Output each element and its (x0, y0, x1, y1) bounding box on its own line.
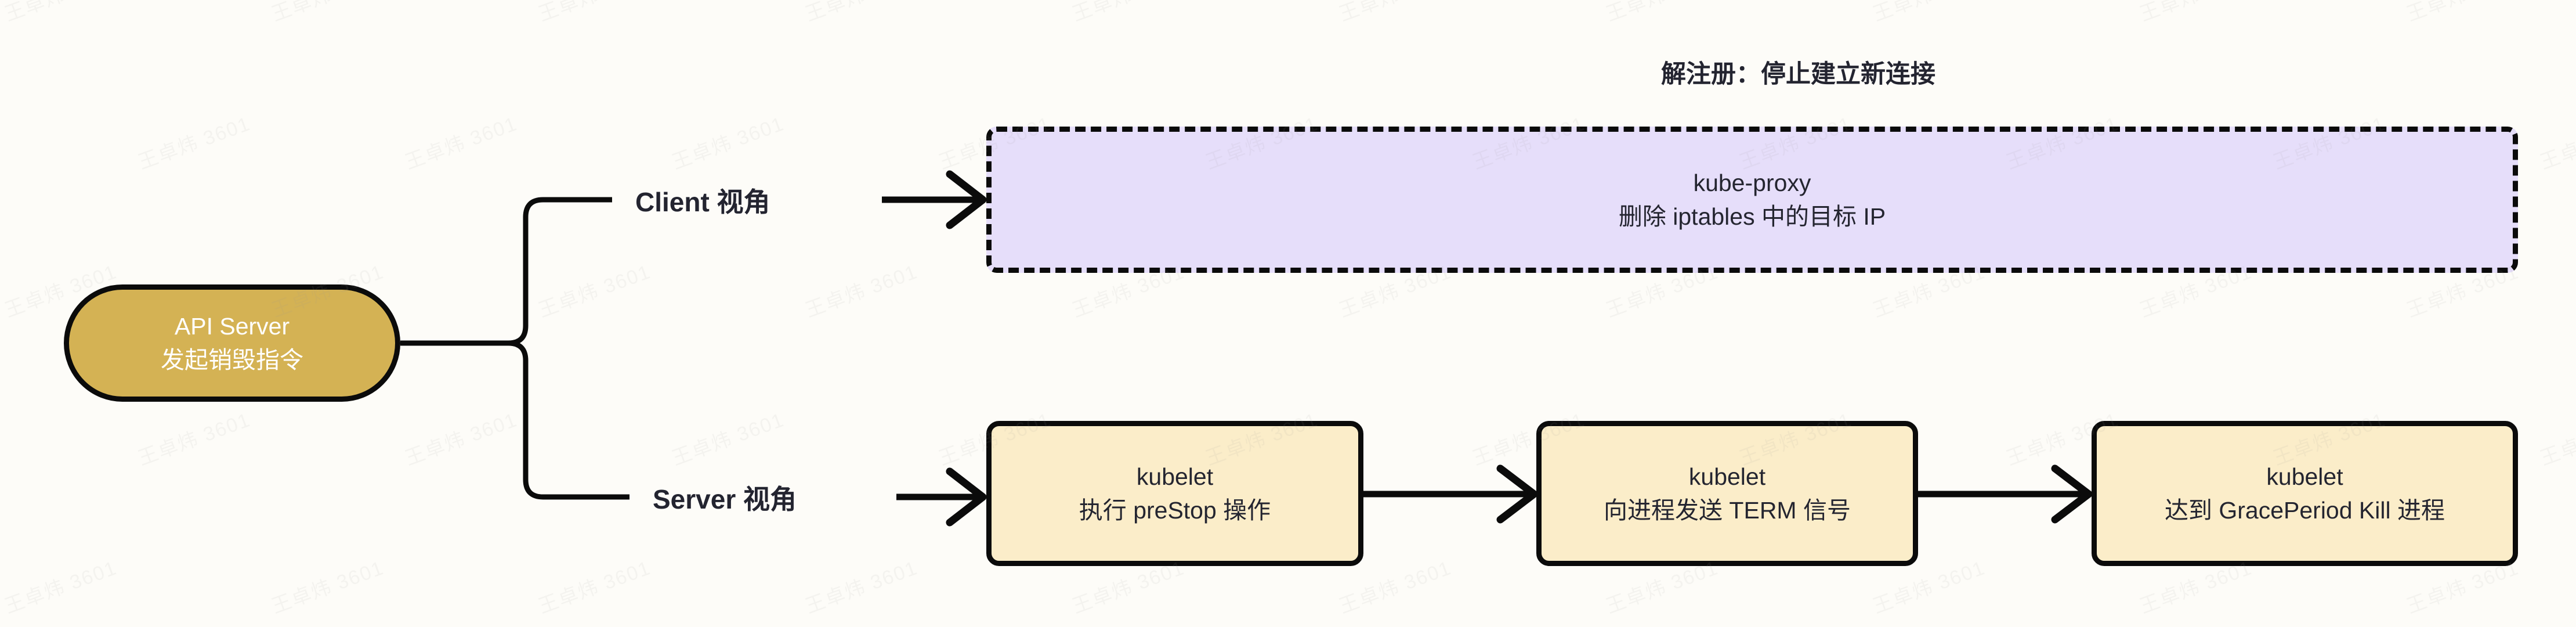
watermark-text: 王卓炜 3601 (1068, 0, 1188, 27)
watermark-text: 王卓炜 3601 (269, 556, 387, 618)
watermark-text: 王卓炜 3601 (801, 0, 921, 27)
node-kubelet-term-signal-title: kubelet (1688, 463, 1766, 490)
node-kubelet-graceperiod-kill-title: kubelet (2266, 463, 2343, 490)
branch-label-server: Server 视角 (653, 484, 797, 514)
arrow-kubelet-0-to-kubelet-1 (1363, 464, 1538, 524)
watermark-text: 王卓炜 3601 (135, 408, 254, 470)
node-kube-proxy-title: kube-proxy (1693, 169, 1811, 196)
watermark-text: 王卓炜 3601 (2402, 0, 2523, 27)
watermark-text: 王卓炜 3601 (534, 0, 654, 27)
watermark-text: 王卓炜 3601 (267, 0, 388, 27)
edge-branch-server (508, 340, 629, 500)
arrow-kubelet-1-to-kubelet-2 (1918, 464, 2093, 524)
branch-label-client: Client 视角 (635, 187, 770, 217)
node-api-server[interactable]: API Server 发起销毁指令 (64, 284, 400, 402)
watermark-text: 王卓炜 3601 (669, 112, 787, 174)
edge-branch-client (508, 197, 612, 346)
node-kubelet-prestop[interactable]: kubelet 执行 preStop 操作 (986, 421, 1363, 566)
node-kubelet-graceperiod-kill[interactable]: kubelet 达到 GracePeriod Kill 进程 (2092, 421, 2518, 566)
section-title: 解注册：停止建立新连接 (1661, 60, 1935, 88)
watermark-text: 王卓炜 3601 (802, 556, 921, 618)
watermark-text: 王卓炜 3601 (135, 112, 254, 174)
watermark-text: 王卓炜 3601 (402, 408, 520, 470)
watermark-text: 王卓炜 3601 (669, 408, 787, 470)
node-kube-proxy[interactable]: kube-proxy 删除 iptables 中的目标 IP (986, 127, 2518, 273)
watermark-text: 王卓炜 3601 (536, 556, 654, 618)
watermark-text: 王卓炜 3601 (1601, 0, 1722, 27)
watermark-text: 王卓炜 3601 (802, 260, 921, 322)
arrow-server-to-kubelet-0 (896, 467, 987, 527)
node-api-server-title: API Server (174, 312, 290, 340)
node-kubelet-graceperiod-kill-subtitle: 达到 GracePeriod Kill 进程 (2164, 497, 2445, 524)
node-kubelet-term-signal-subtitle: 向进程发送 TERM 信号 (1604, 497, 1851, 524)
watermark-text: 王卓炜 3601 (2, 556, 120, 618)
watermark-text: 王卓炜 3601 (402, 112, 520, 174)
node-kubelet-prestop-subtitle: 执行 preStop 操作 (1079, 497, 1271, 524)
watermark-text: 王卓炜 3601 (2537, 113, 2576, 174)
watermark-text: 王卓炜 3601 (2135, 0, 2256, 27)
watermark-text: 王卓炜 3601 (0, 0, 121, 27)
watermark-text: 王卓炜 3601 (2537, 409, 2576, 470)
node-kubelet-prestop-title: kubelet (1136, 463, 1214, 490)
watermark-text: 王卓炜 3601 (536, 260, 654, 322)
watermark-text: 王卓炜 3601 (1334, 0, 1455, 27)
node-kube-proxy-subtitle: 删除 iptables 中的目标 IP (1618, 203, 1886, 230)
node-kubelet-term-signal[interactable]: kubelet 向进程发送 TERM 信号 (1536, 421, 1918, 566)
watermark-text: 王卓炜 3601 (1868, 0, 1989, 27)
arrow-client-to-kubeproxy (882, 170, 987, 229)
node-api-server-subtitle: 发起销毁指令 (161, 347, 303, 373)
